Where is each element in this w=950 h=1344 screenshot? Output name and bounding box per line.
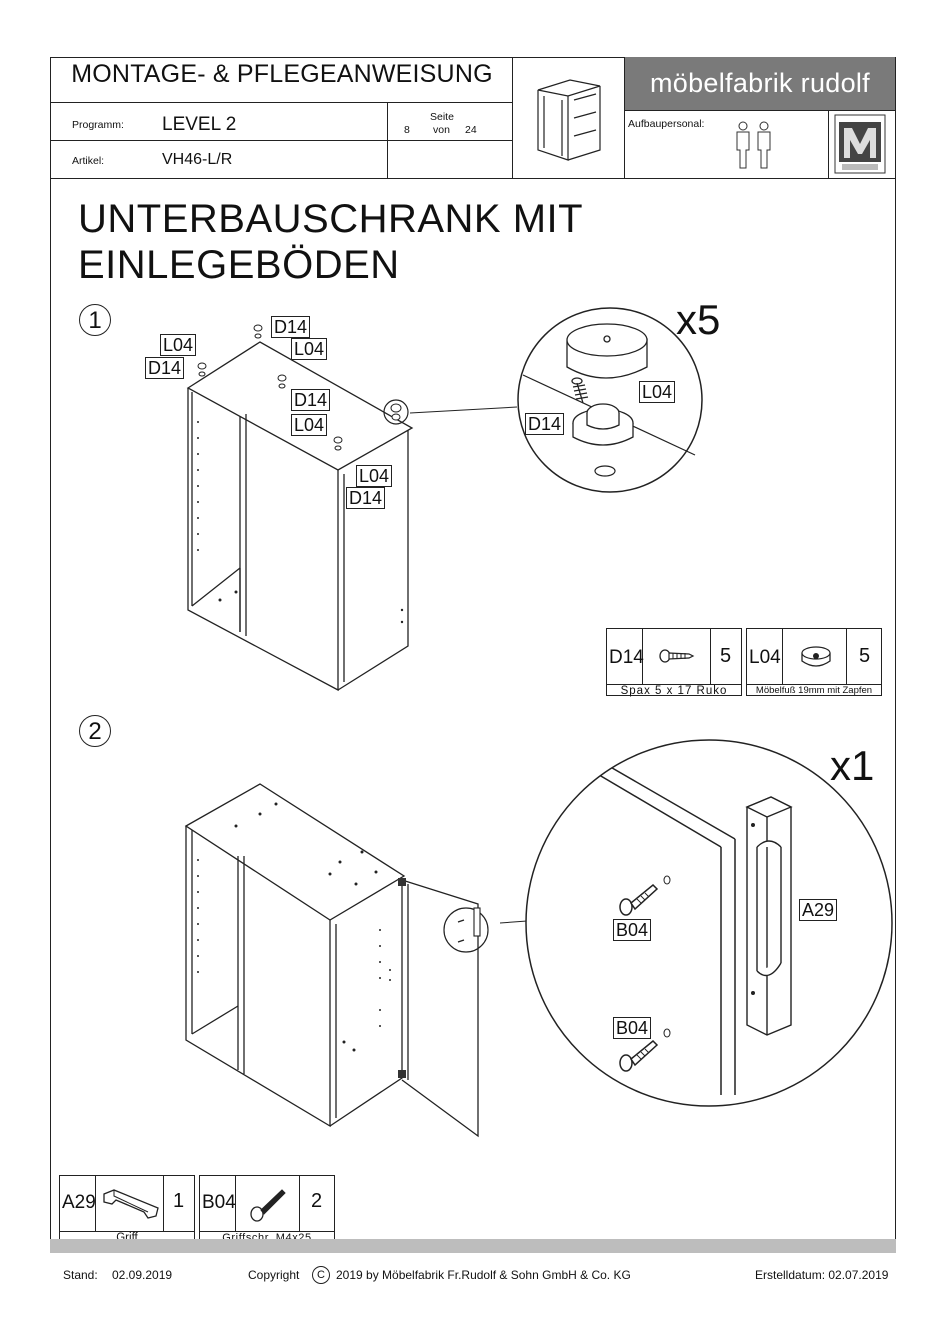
step-2-detail-label-b04-top: B04 (613, 919, 652, 941)
step-2-number: 2 (79, 715, 111, 747)
footer-copyright-label: Copyright (248, 1268, 300, 1282)
step-2-part-a29: A29 1 Griff (59, 1175, 195, 1244)
step-1-label-d14-left: D14 (145, 357, 185, 379)
part-code: B04 (202, 1192, 236, 1213)
step-1-detail-label-l04: L04 (639, 381, 676, 403)
bolt-icon (250, 1189, 286, 1222)
seite-total: 24 (465, 124, 477, 136)
part-quantity: 1 (173, 1190, 185, 1212)
footer-stand-date: 02.09.2019 (112, 1268, 173, 1282)
header-divider (624, 110, 896, 111)
seite-label: Seite (430, 111, 454, 123)
handle-icon (103, 1189, 159, 1219)
artikel-value: VH46-L/R (162, 151, 233, 168)
footer-bar (50, 1239, 896, 1253)
document-title-line1: UNTERBAUSCHRANK MIT (78, 197, 584, 241)
part-code: A29 (62, 1192, 96, 1213)
document-title-line2: EINLEGEBÖDEN (78, 243, 400, 287)
part-quantity: 5 (720, 645, 732, 667)
step-1-cabinet-drawing (186, 324, 414, 692)
step-1-detail-view (409, 307, 703, 493)
step-1-label-d14-front: D14 (346, 487, 386, 509)
header-bottom-line (50, 178, 896, 179)
step-2-cabinet-drawing (184, 783, 489, 1138)
part-description: Spax 5 x 17 Ruko (607, 684, 741, 697)
artikel-label: Artikel: (72, 155, 105, 167)
brand-logo: möbelfabrik rudolf (625, 57, 895, 110)
header-divider (50, 140, 512, 141)
von-label: von (433, 124, 450, 136)
header-divider (828, 110, 829, 178)
two-persons-icon (736, 121, 771, 169)
step-2-multiplier: x1 (830, 742, 875, 789)
step-2-part-b04: B04 2 Griffschr. M4x25 (199, 1175, 335, 1244)
step-2-detail-view (499, 739, 893, 1107)
foot-icon (801, 646, 831, 667)
part-description: Möbelfuß 19mm mit Zapfen (747, 684, 881, 697)
header-divider (624, 57, 625, 178)
footer-copyright-text: 2019 by Möbelfabrik Fr.Rudolf & Sohn Gmb… (336, 1268, 631, 1282)
screw-icon (659, 649, 695, 663)
step-1-detail-label-d14: D14 (525, 413, 565, 435)
step-1-label-l04-top: L04 (291, 338, 328, 360)
step-1-label-l04-front: L04 (356, 465, 393, 487)
step-1-multiplier: x5 (676, 296, 721, 343)
part-code: L04 (749, 647, 781, 668)
header-divider (512, 57, 513, 178)
cabinet-thumbnail-icon (537, 79, 601, 161)
step-1-part-d14: D14 5 Spax 5 x 17 Ruko (606, 628, 742, 697)
step-1-label-d14-mid: D14 (291, 389, 331, 411)
header-divider (387, 102, 388, 178)
quality-seal-icon (834, 114, 886, 174)
document-title: UNTERBAUSCHRANK MIT EINLEGEBÖDEN (78, 196, 583, 288)
step-1-label-l04-left: L04 (160, 334, 197, 356)
step-1-label-d14-top: D14 (271, 316, 311, 338)
step-2-detail-label-a29: A29 (799, 899, 838, 921)
step-1-label-l04-mid: L04 (291, 414, 328, 436)
part-quantity: 5 (859, 645, 871, 667)
part-quantity: 2 (311, 1190, 323, 1212)
aufbau-label: Aufbaupersonal: (628, 118, 705, 130)
step-2-detail-label-b04-bottom: B04 (613, 1017, 652, 1039)
programm-label: Programm: (72, 119, 124, 131)
step-1-number: 1 (79, 304, 111, 336)
footer-stand-label: Stand: (63, 1268, 98, 1282)
header-divider (50, 102, 512, 103)
step-1-part-l04: L04 5 Möbelfuß 19mm mit Zapfen (746, 628, 882, 696)
programm-value: LEVEL 2 (162, 114, 237, 135)
document-header-title: MONTAGE- & PFLEGEANWEISUNG (71, 60, 493, 88)
copyright-icon: C (312, 1266, 330, 1284)
footer-erstelldatum: Erstelldatum: 02.07.2019 (755, 1268, 889, 1282)
seite-number: 8 (404, 124, 410, 136)
part-code: D14 (609, 647, 644, 668)
